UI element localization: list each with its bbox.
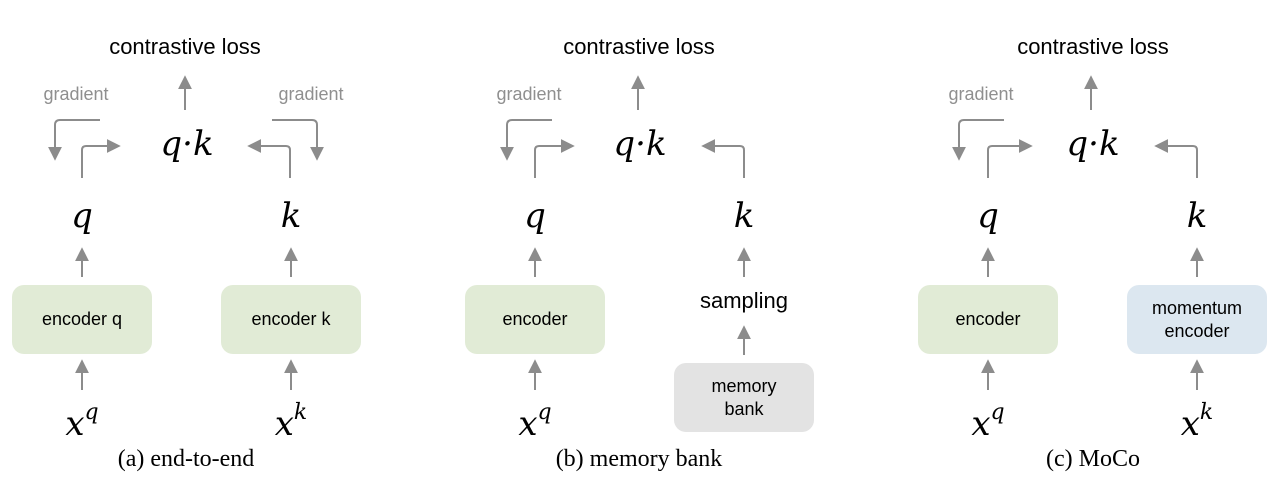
sampling-label: sampling <box>699 288 789 313</box>
gradient-label-left: gradient <box>496 84 562 104</box>
key-symbol: k <box>733 196 755 236</box>
contrastive-loss-label: contrastive loss <box>563 34 715 59</box>
arrow-q-to-qk-c <box>987 139 1033 178</box>
query-symbol: q <box>524 196 546 236</box>
key-symbol: k <box>280 196 302 236</box>
encoder-q-box: encoder q <box>12 285 152 354</box>
gradient-label-left: gradient <box>43 84 109 104</box>
encoder-box: encoder <box>918 285 1058 354</box>
arrow-k-to-qk-b <box>701 139 745 178</box>
gradient-arrow-left-b <box>500 119 552 161</box>
gradient-arrow-left-c <box>952 119 1004 161</box>
query-symbol: q <box>977 196 999 236</box>
gradient-arrow-right-a <box>272 119 324 161</box>
caption-moco: (c) MoCo <box>1046 446 1140 472</box>
query-symbol: q <box>71 196 93 236</box>
similarity-qk: q·k <box>160 124 214 164</box>
contrastive-loss-label: contrastive loss <box>109 34 261 59</box>
input-xk: xk <box>274 400 308 444</box>
arrow-q-to-qk-b <box>534 139 575 178</box>
memory-bank-box: memory bank <box>674 363 814 432</box>
input-xq: xq <box>65 400 99 444</box>
key-symbol: k <box>1186 196 1208 236</box>
similarity-qk: q·k <box>1066 124 1120 164</box>
similarity-qk: q·k <box>613 124 667 164</box>
encoder-k-box: encoder k <box>221 285 361 354</box>
arrow-q-to-qk-a <box>81 139 121 178</box>
encoder-box: encoder <box>465 285 605 354</box>
momentum-encoder-box: momentum encoder <box>1127 285 1267 354</box>
input-xq: xq <box>971 400 1005 444</box>
arrow-k-to-qk-a <box>247 139 291 178</box>
caption-end-to-end: (a) end-to-end <box>117 446 255 472</box>
gradient-arrow-left-a <box>48 119 100 161</box>
gradient-label-left: gradient <box>948 84 1014 104</box>
arrow-k-to-qk-c <box>1154 139 1198 178</box>
input-xk: xk <box>1180 400 1214 444</box>
contrastive-loss-label: contrastive loss <box>1017 34 1169 59</box>
input-xq: xq <box>518 400 552 444</box>
gradient-label-right: gradient <box>278 84 344 104</box>
caption-memory-bank: (b) memory bank <box>555 446 723 472</box>
